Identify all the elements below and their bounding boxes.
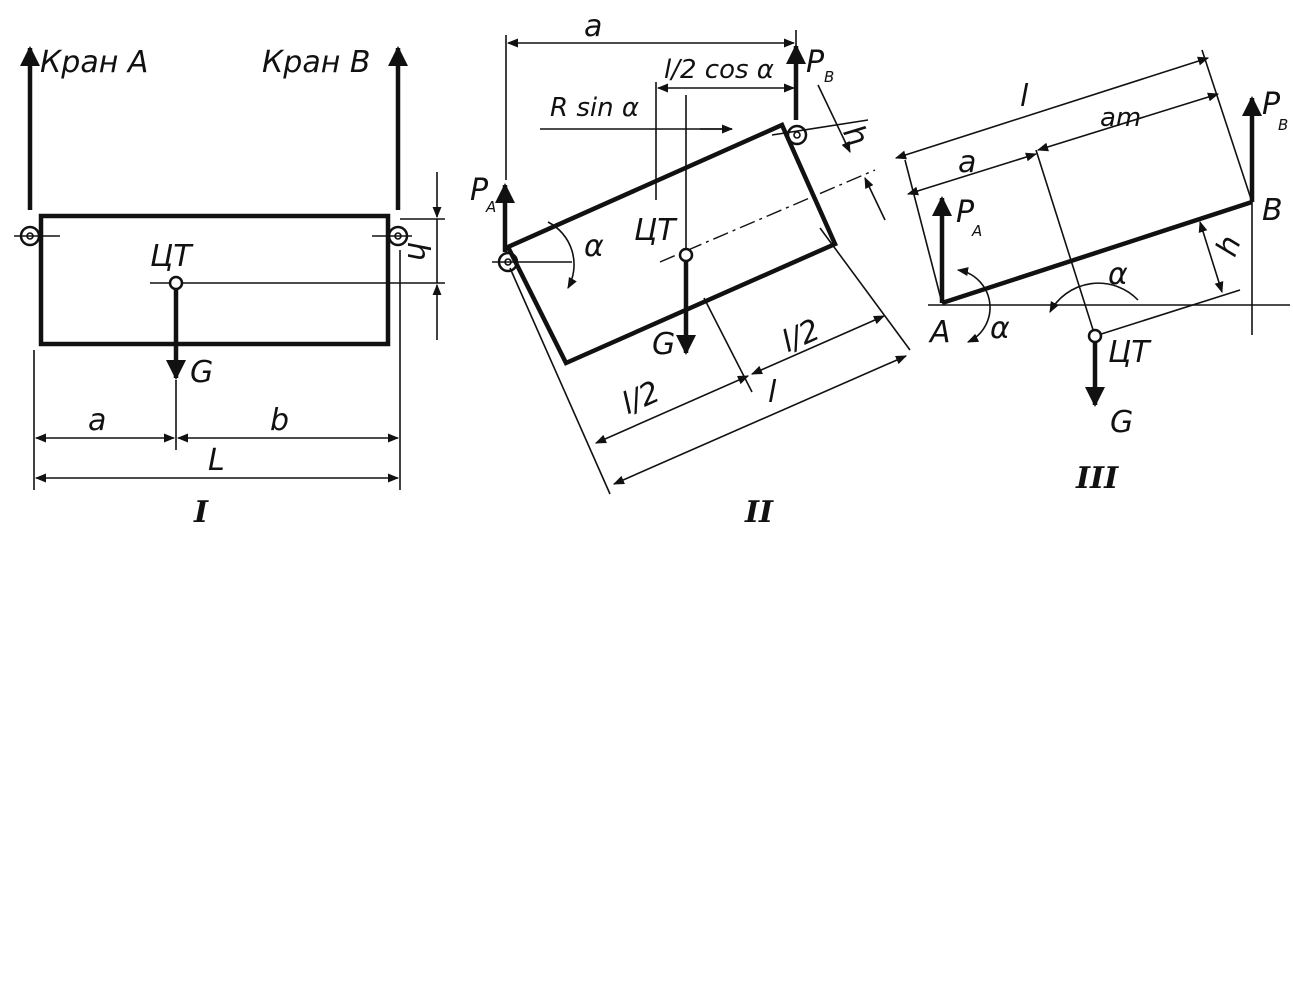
fig3-point-a-label: A [928,315,951,350]
fig1-crane-b-label: Кран B [262,45,370,80]
figure-1: Кран A Кран B ЦТ G a b L h I [14,45,445,530]
fig3-force-b-label: P [1262,87,1281,122]
fig3-center-label: ЦТ [1108,335,1152,370]
fig2-r-sin-label: R sin α [550,93,639,123]
fig2-center-point [678,247,694,263]
fig3-weight-label: G [1110,405,1133,440]
fig1-crane-a-label: Кран A [40,45,148,80]
fig1-center-point [168,275,184,291]
fig3-roman-label: III [1075,461,1119,496]
fig1-weight-label: G [190,355,213,390]
fig2-roman-label: II [744,495,774,530]
fig2-force-b-sub: B [824,68,834,86]
fig2-dim-a-label: a [584,9,602,44]
fig2-half-l-2-label: l/2 [777,313,826,360]
fig2-body [504,122,838,366]
fig3-dim-l-line [894,56,1210,160]
fig3-body-line [941,199,1253,306]
figure-3: l am a P B B P A A α α h ЦТ G III [894,49,1290,496]
fig2-lug-b [786,124,808,146]
fig3-dim-h-label: h [1209,231,1248,261]
fig3-dim-a-label: a [958,145,976,180]
fig3-dim-am-label: am [1100,103,1141,133]
fig2-alpha-label: α [584,229,604,264]
fig3-point-b-label: B [1262,193,1283,228]
fig2-half-l-cos-label: l/2 cos α [664,55,774,85]
fig1-body [38,213,391,347]
fig1-dim-a-label: a [88,403,106,438]
fig3-alpha-1-label: α [990,311,1010,346]
fig3-alpha-2-label: α [1108,257,1128,292]
fig3-dim-a-line [906,152,1038,196]
fig3-force-b-sub: B [1278,116,1288,134]
fig3-force-a-sub: A [971,222,982,240]
fig2-half-l-1-line [594,375,750,444]
fig1-lug-a [14,225,60,247]
fig2-weight-label: G [652,327,675,362]
fig1-dim-h-label: h [400,242,435,261]
fig2-force-b-label: P [806,45,825,80]
fig2-force-a-label: P [470,173,489,208]
figure-2: a l/2 cos α R sin α P B P A α ЦТ G h l/2… [470,9,911,530]
fig3-force-a-label: P [956,195,975,230]
fig1-center-label: ЦТ [150,239,194,274]
fig2-dim-l-label: l [768,375,777,410]
fig1-lug-b [372,225,412,247]
fig3-dim-am-line [1036,92,1220,152]
fig1-dim-l-label: L [208,443,225,478]
fig1-roman-label: I [193,495,209,530]
fig2-center-label: ЦТ [634,213,678,248]
fig2-half-l-1-label: l/2 [617,375,666,422]
fig3-dim-l-label: l [1020,79,1029,114]
fig3-center-point [1087,328,1103,344]
fig1-dim-b-label: b [270,403,289,438]
fig2-dim-l-line [612,355,908,485]
fig2-force-a-sub: A [485,198,496,216]
